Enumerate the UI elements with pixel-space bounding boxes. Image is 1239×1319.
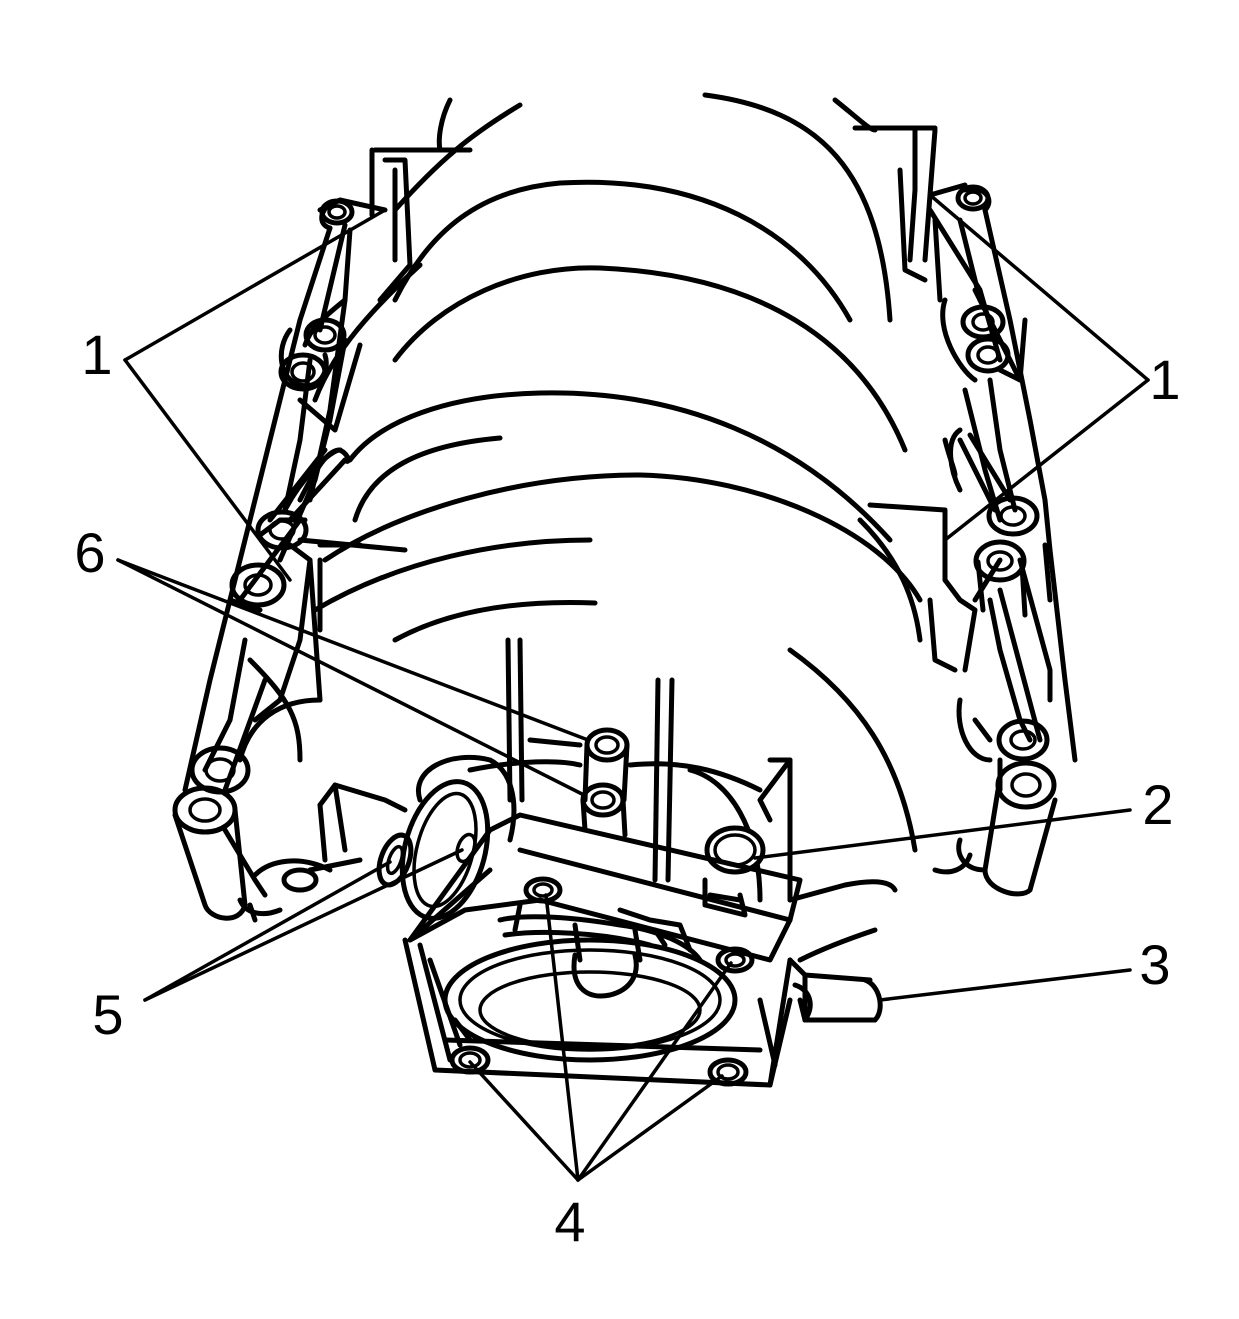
- callout-1-right: 1: [1149, 348, 1181, 411]
- right-rail: [852, 125, 1078, 793]
- callout-4: 4: [554, 1190, 586, 1253]
- throttle-body: [376, 637, 898, 1088]
- callout-1-left: 1: [81, 323, 113, 386]
- right-bolt-bosses: [932, 184, 1058, 897]
- leader-lines: [116, 193, 1150, 1182]
- callout-5: 5: [92, 983, 124, 1046]
- left-bolt-bosses: [172, 198, 408, 923]
- callout-3: 3: [1139, 933, 1171, 996]
- side-tubes: [267, 432, 1013, 523]
- callout-2: 2: [1142, 773, 1174, 836]
- runner-arcs: [312, 92, 923, 853]
- callout-6: 6: [74, 521, 106, 584]
